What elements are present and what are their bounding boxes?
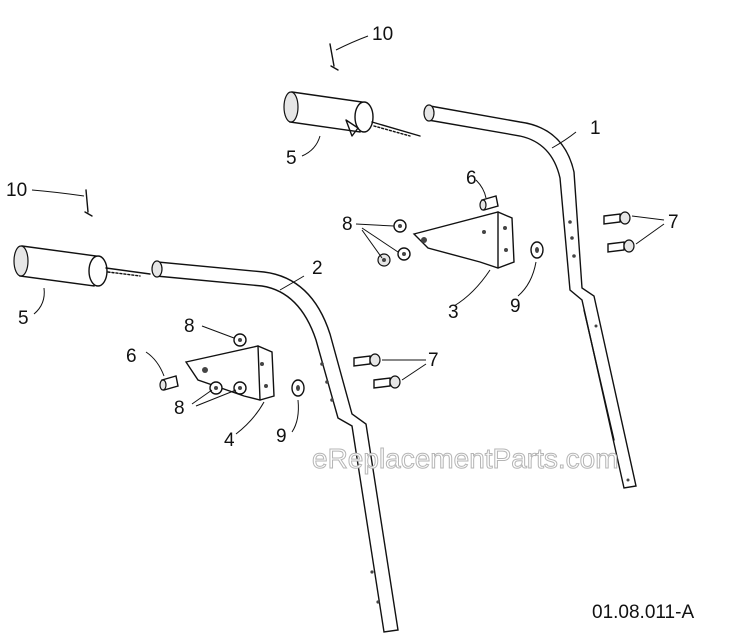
- nut-part-8-lower[interactable]: [209, 333, 247, 395]
- lower-handle-part-2[interactable]: [151, 260, 399, 633]
- washer-part-9-upper[interactable]: [530, 241, 544, 259]
- callout-1: 1: [590, 118, 601, 139]
- callout-10-upper: 10: [372, 24, 393, 45]
- grip-part-5-lower[interactable]: [13, 245, 151, 287]
- callout-9-lower: 9: [276, 426, 287, 447]
- callout-6-lower: 6: [126, 346, 137, 367]
- callout-8-lower-top: 8: [184, 316, 195, 337]
- bolt-part-7-upper-1[interactable]: [603, 211, 631, 225]
- callout-7-upper: 7: [668, 212, 679, 233]
- nut-part-8-upper[interactable]: [377, 219, 411, 267]
- callout-6-upper: 6: [466, 168, 477, 189]
- figure-code: 01.08.011-A: [592, 602, 694, 623]
- leader-lines: [31, 35, 665, 435]
- callout-10-lower: 10: [6, 180, 27, 201]
- watermark-text: eReplacementParts.com: [312, 443, 619, 474]
- callout-5-lower: 5: [18, 308, 29, 329]
- bolt-part-7-lower-1[interactable]: [353, 353, 381, 367]
- bolt-part-7-lower-2[interactable]: [373, 375, 401, 389]
- bolt-part-6-lower[interactable]: [159, 375, 179, 391]
- callout-7-lower: 7: [428, 350, 439, 371]
- callout-9-upper: 9: [510, 296, 521, 317]
- grip-part-5-upper[interactable]: [283, 91, 421, 137]
- upper-handle-part-1[interactable]: [423, 104, 637, 489]
- callout-4: 4: [224, 430, 235, 451]
- pin-part-10-upper[interactable]: [329, 43, 339, 71]
- bolt-part-6-upper[interactable]: [479, 195, 499, 211]
- pin-part-10-lower[interactable]: [84, 189, 93, 217]
- bolt-part-7-upper-2[interactable]: [607, 239, 635, 253]
- callout-5-upper: 5: [286, 148, 297, 169]
- washer-part-9-lower[interactable]: [291, 379, 305, 397]
- callout-2: 2: [312, 258, 323, 279]
- bracket-part-4[interactable]: [184, 345, 275, 401]
- callout-3: 3: [448, 302, 459, 323]
- callout-8-lower-bottom: 8: [174, 398, 185, 419]
- bracket-part-3[interactable]: [412, 211, 515, 269]
- callout-8-upper: 8: [342, 214, 353, 235]
